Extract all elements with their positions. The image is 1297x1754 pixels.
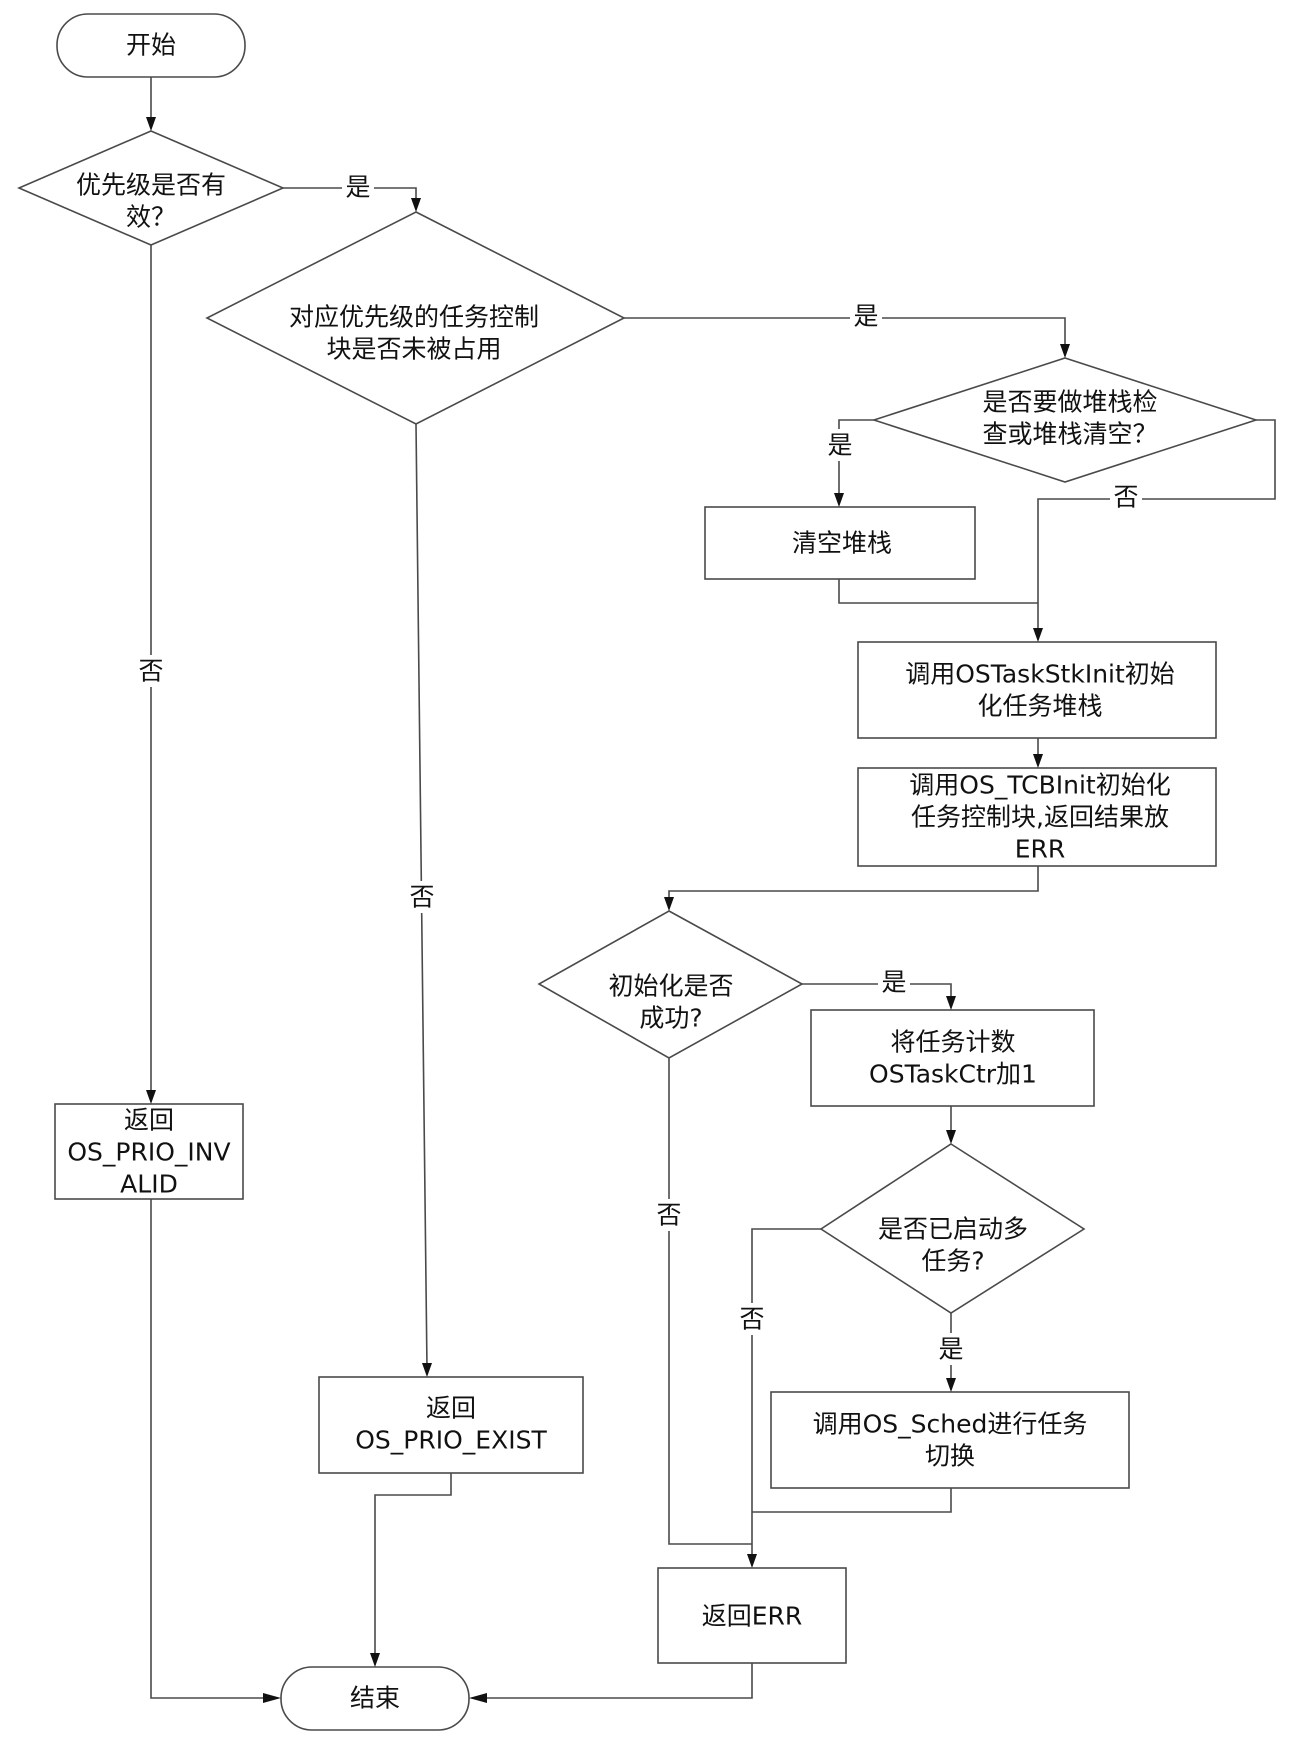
edge-label-init-yes: 是 [881, 968, 906, 997]
node-text-line: 是否已启动多 [878, 1215, 1028, 1244]
edge-multi-no [751, 1228, 821, 1560]
edge-label-prio-yes: 是 [345, 173, 370, 202]
tcb-init-box [857, 767, 1217, 867]
node-text-line: 调用OS_Sched进行任务 [813, 1410, 1088, 1439]
edge-label-init-no: 否 [656, 1201, 681, 1230]
edge-clear-to-stkinit [838, 579, 1038, 604]
edge-init-no [668, 1058, 752, 1545]
edge-sched-to-err [752, 1488, 952, 1513]
arrowhead [946, 1378, 956, 1392]
node-text-line: 查或堆栈清空？ [982, 420, 1157, 449]
arrowhead [1033, 754, 1043, 768]
node-text-line: ERR [1015, 835, 1066, 864]
arrowhead [146, 117, 156, 131]
node-text-line: 开始 [126, 31, 176, 60]
edge-invalid-to-end [150, 1199, 273, 1699]
edge-label-multi-yes: 是 [938, 1335, 963, 1364]
node-text-line: 是否要做堆栈检 [982, 388, 1157, 417]
node-text-line: 对应优先级的任务控制 [289, 303, 539, 332]
node-text-line: 返回ERR [702, 1602, 803, 1631]
task-ctr-label: 将任务计数 OSTaskCtr加1 [869, 1028, 1037, 1089]
node-text-line: OS_PRIO_EXIST [355, 1426, 547, 1455]
edge-label-stack-no: 否 [1113, 483, 1138, 512]
task-ctr-box [810, 1009, 1095, 1107]
ret-invalid-label: 返回 OS_PRIO_INV ALID [67, 1106, 230, 1199]
node-text-line: 调用OS_TCBInit初始化 [909, 771, 1170, 800]
node-text-line: 任务控制块,返回结果放 [911, 803, 1169, 832]
arrowhead [370, 1653, 380, 1667]
arrowhead [263, 1693, 281, 1703]
stk-init-box [857, 641, 1217, 739]
ret-exist-label: 返回 OS_PRIO_EXIST [355, 1394, 547, 1455]
edge-label-tcb-yes: 是 [853, 302, 878, 331]
node-text-line: 初始化是否 [608, 972, 733, 1001]
node-text-line: 成功? [639, 1004, 702, 1033]
edge-stack-no [1037, 419, 1276, 634]
arrowhead [146, 1090, 156, 1104]
edge-stack-yes [838, 419, 874, 499]
ret-exist-box [318, 1376, 584, 1474]
node-text-line: OS_PRIO_INV [67, 1138, 230, 1167]
edge-init-yes [802, 983, 952, 1002]
edge-err-to-end [477, 1663, 753, 1699]
node-text-line: ALID [120, 1170, 178, 1199]
edge-label-multi-no: 否 [739, 1305, 764, 1334]
arrowhead [411, 198, 421, 212]
node-text-line: 切换 [925, 1442, 975, 1471]
arrowhead [469, 1693, 487, 1703]
node-text-line: 优先级是否有 [76, 171, 226, 200]
edge-label-tcb-no: 否 [409, 883, 434, 912]
edge-label-prio-no: 否 [138, 657, 163, 686]
ret-err-label: 返回ERR [702, 1602, 803, 1631]
arrowhead [1060, 344, 1070, 358]
arrowhead [747, 1554, 757, 1568]
stack-check-decision [871, 357, 1259, 483]
arrowhead [1033, 628, 1043, 642]
arrowhead [834, 493, 844, 507]
node-text-line: 结束 [350, 1684, 400, 1713]
start-label: 开始 [126, 31, 176, 60]
node-text-line: 将任务计数 [890, 1028, 1015, 1057]
end-label: 结束 [350, 1684, 400, 1713]
edge-tcb-yes [624, 317, 1066, 350]
node-text-line: 返回 [426, 1394, 476, 1423]
node-text-line: 清空堆栈 [792, 529, 892, 558]
node-text-line: 调用OSTaskStkInit初始 [905, 660, 1175, 689]
node-text-line: 效？ [126, 203, 176, 232]
node-text-line: 块是否未被占用 [326, 335, 501, 364]
ret-invalid-box [54, 1103, 244, 1200]
node-text-line: 化任务堆栈 [977, 692, 1102, 721]
arrowhead [422, 1363, 432, 1377]
edge-tcbinit-to-initok [668, 866, 1039, 903]
arrowhead [664, 897, 674, 911]
os-sched-box [770, 1391, 1130, 1489]
edge-label-stack-yes: 是 [827, 431, 852, 460]
arrowhead [946, 996, 956, 1010]
ret-err-box [657, 1567, 847, 1664]
clear-stack-label: 清空堆栈 [792, 529, 892, 558]
node-text-line: 任务? [921, 1247, 984, 1276]
node-text-line: OSTaskCtr加1 [869, 1060, 1037, 1089]
edge-exist-to-end [374, 1473, 452, 1659]
arrowhead [946, 1130, 956, 1144]
clear-stack-box [704, 506, 976, 580]
node-text-line: 返回 [124, 1106, 174, 1135]
